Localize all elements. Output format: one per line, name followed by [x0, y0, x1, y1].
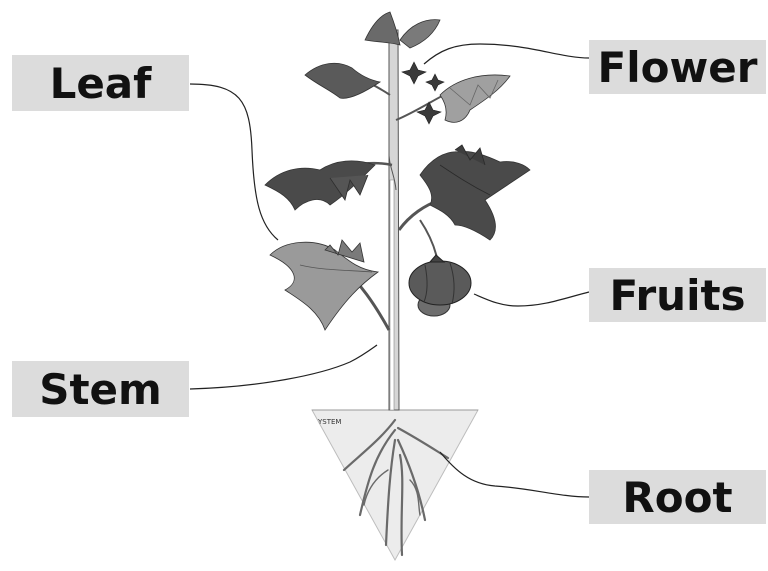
stem-leader-line: [190, 345, 377, 389]
stem: [295, 30, 465, 410]
label-stem: Stem: [12, 361, 189, 417]
label-flower-text: Flower: [598, 43, 758, 92]
label-leaf: Leaf: [12, 55, 189, 111]
flower-leader-line: [424, 44, 589, 64]
fruits-leader-line: [474, 292, 589, 306]
label-fruits: Fruits: [589, 268, 766, 322]
label-stem-text: Stem: [39, 365, 162, 414]
fruit: [409, 255, 471, 316]
soil-label: YSTEM: [317, 418, 341, 426]
label-root: Root: [589, 470, 766, 524]
label-leaf-text: Leaf: [50, 59, 152, 108]
label-fruits-text: Fruits: [609, 271, 745, 320]
leaf-leader-line: [190, 84, 278, 240]
soil-region: [312, 410, 478, 560]
label-flower: Flower: [589, 40, 766, 94]
label-root-text: Root: [622, 473, 732, 522]
root-leader-line: [440, 452, 589, 497]
